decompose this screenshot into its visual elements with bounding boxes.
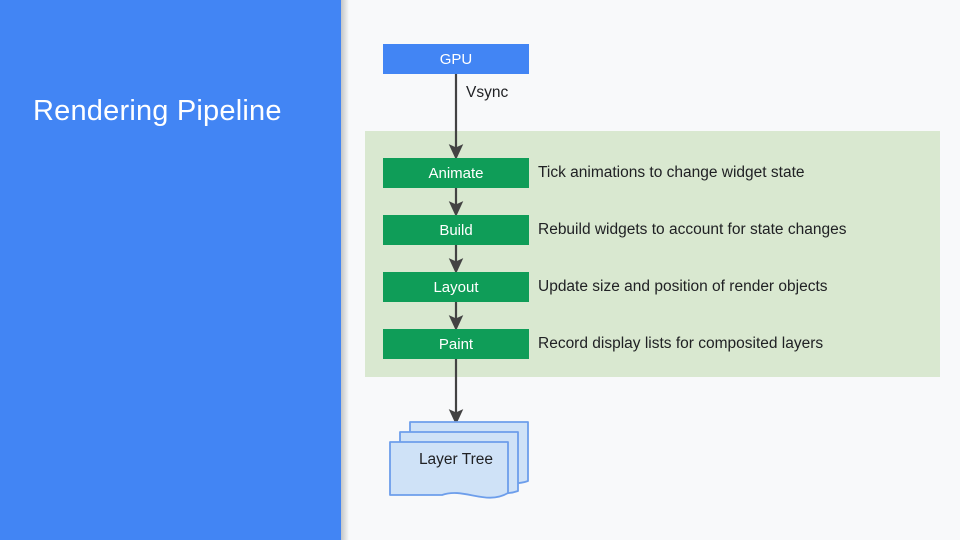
node-gpu[interactable]: GPU: [383, 44, 529, 74]
title-panel: Rendering Pipeline: [0, 0, 341, 540]
node-gpu-label: GPU: [439, 50, 473, 68]
description-paint: Record display lists for composited laye…: [538, 335, 824, 352]
node-layer-tree[interactable]: Layer Tree: [388, 413, 538, 503]
node-layout-label: Layout: [433, 278, 479, 296]
node-layer-tree-label: Layer Tree: [418, 451, 494, 468]
node-animate[interactable]: Animate: [383, 158, 529, 188]
description-build: Rebuild widgets to account for state cha…: [538, 221, 847, 238]
description-layout: Update size and position of render objec…: [538, 278, 828, 295]
edge-label-vsync: Vsync: [466, 84, 509, 101]
node-animate-label: Animate: [428, 164, 484, 182]
page-title: Rendering Pipeline: [33, 95, 282, 127]
layer-card-front: [389, 441, 509, 499]
node-build-label: Build: [439, 221, 473, 239]
node-layout[interactable]: Layout: [383, 272, 529, 302]
node-paint[interactable]: Paint: [383, 329, 529, 359]
node-paint-label: Paint: [438, 335, 474, 353]
panel-divider-shadow: [341, 0, 349, 540]
description-animate: Tick animations to change widget state: [538, 164, 805, 181]
node-build[interactable]: Build: [383, 215, 529, 245]
